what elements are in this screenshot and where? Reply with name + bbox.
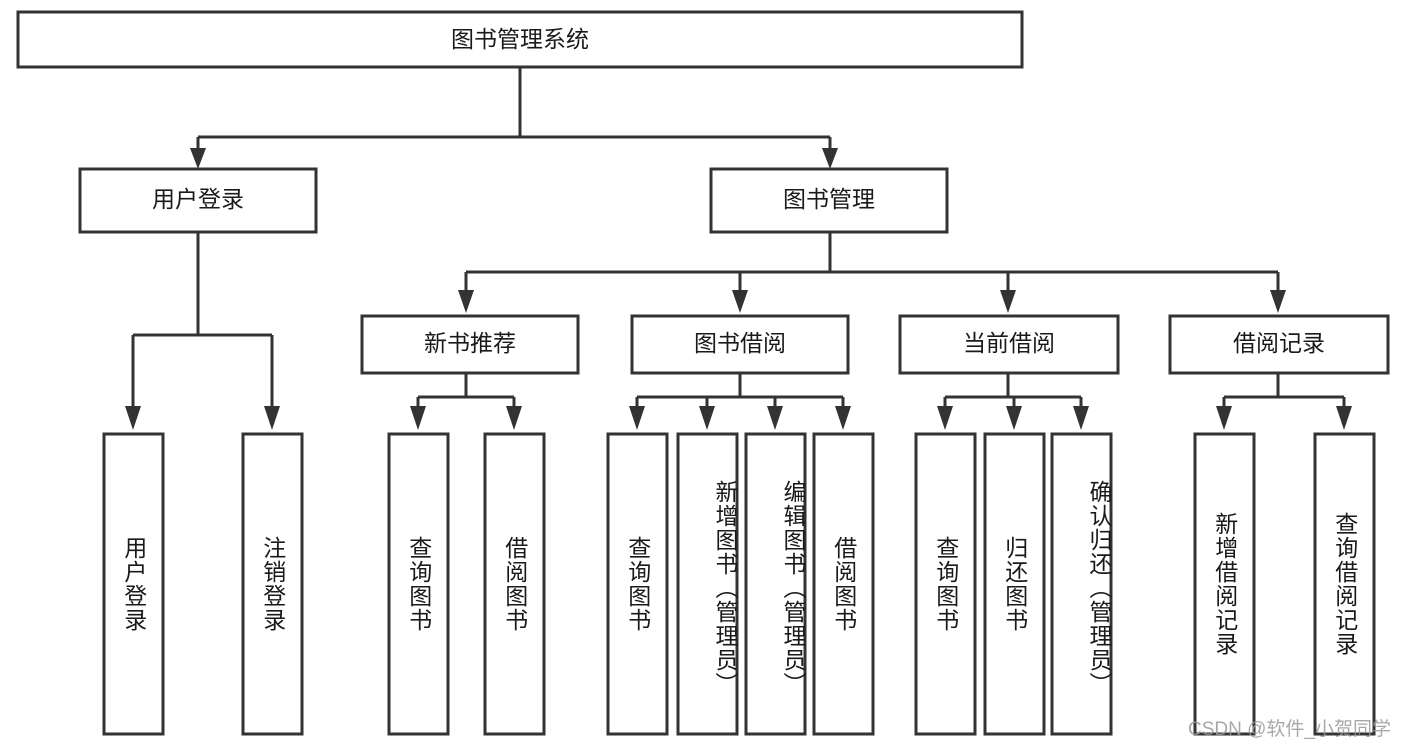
leaf-label-cb-confirm-return: 确认归还（管理员） xyxy=(1086,480,1112,696)
node-borrow-record[interactable]: 借阅记录 xyxy=(1168,314,1390,375)
leaf-label-bb-query-book: 查询图书 xyxy=(624,536,651,632)
node-root-label: 图书管理系统 xyxy=(451,26,589,52)
arrow-head-br-leaf1 xyxy=(1216,406,1232,430)
arrow-head-br-leaf2 xyxy=(1336,406,1352,430)
leaf-box-cb-query-book[interactable] xyxy=(914,432,977,736)
arrow-head-cb-leaf3 xyxy=(1073,406,1089,430)
node-book-management-label: 图书管理 xyxy=(783,186,875,212)
leaf-box-cb-return-book[interactable] xyxy=(983,432,1046,736)
arrow-head-nb-leaf1 xyxy=(410,406,426,430)
leaf-box-cb-confirm-return[interactable] xyxy=(1050,432,1113,736)
leaf-box-nb-borrow-book[interactable] xyxy=(483,432,546,736)
node-book-management-rect[interactable] xyxy=(709,167,949,234)
connector-borrow-record-to-leaves xyxy=(1216,373,1352,430)
node-book-borrow[interactable]: 图书借阅 xyxy=(630,314,850,375)
arrow-head-cb-leaf2 xyxy=(1006,406,1022,430)
node-new-book-recommend[interactable]: 新书推荐 xyxy=(360,314,580,375)
arrow-head-new-book-recommend xyxy=(458,290,474,313)
connector-user-login-to-leaves xyxy=(125,232,280,430)
leaf-label-br-query-record: 查询借阅记录 xyxy=(1331,512,1358,656)
arrow-head-current-borrow xyxy=(1000,290,1016,313)
arrow-head-cb-leaf1 xyxy=(937,406,953,430)
arrow-head-book-borrow xyxy=(732,290,748,313)
connector-book-mgmt-to-level3 xyxy=(458,232,1286,313)
arrow-head-borrow-record xyxy=(1270,290,1286,313)
node-user-login-rect[interactable] xyxy=(78,167,318,234)
leaf-box-logout[interactable] xyxy=(241,432,304,736)
node-new-book-recommend-label: 新书推荐 xyxy=(424,330,516,356)
arrow-head-bb-leaf3 xyxy=(767,406,783,430)
node-borrow-record-rect[interactable] xyxy=(1168,314,1390,375)
leaf-boxes-book-borrow xyxy=(606,432,875,736)
leaf-label-nb-borrow-book: 借阅图书 xyxy=(501,536,528,632)
leaf-boxes-borrow-record xyxy=(1193,432,1376,736)
node-current-borrow-label: 当前借阅 xyxy=(963,330,1055,356)
leaf-box-bb-edit-book[interactable] xyxy=(744,432,807,736)
arrow-head-bb-leaf4 xyxy=(835,406,851,430)
connector-current-borrow-to-leaves xyxy=(937,373,1089,430)
leaf-box-br-add-record[interactable] xyxy=(1193,432,1256,736)
node-user-login-label: 用户登录 xyxy=(152,186,244,212)
arrow-head-bb-leaf2 xyxy=(699,406,715,430)
arrow-head-bb-leaf1 xyxy=(629,406,645,430)
node-book-management[interactable]: 图书管理 xyxy=(709,167,949,234)
node-borrow-record-label: 借阅记录 xyxy=(1233,330,1325,356)
leaf-label-bb-edit-book: 编辑图书（管理员） xyxy=(780,480,806,696)
leaf-label-cb-query-book: 查询图书 xyxy=(932,536,959,632)
node-user-login[interactable]: 用户登录 xyxy=(78,167,318,234)
leaf-label-user-login: 用户登录 xyxy=(120,536,147,632)
arrow-head-leaf-logout xyxy=(264,406,280,430)
leaf-box-nb-query-book[interactable] xyxy=(387,432,450,736)
node-current-borrow[interactable]: 当前借阅 xyxy=(898,314,1120,375)
node-book-borrow-rect[interactable] xyxy=(630,314,850,375)
leaf-label-logout: 注销登录 xyxy=(259,536,286,632)
leaf-label-br-add-record: 新增借阅记录 xyxy=(1211,512,1238,656)
node-new-book-recommend-rect[interactable] xyxy=(360,314,580,375)
leaf-boxes-new-book-recommend xyxy=(387,432,546,736)
leaf-box-user-login[interactable] xyxy=(102,432,165,736)
leaf-label-nb-query-book: 查询图书 xyxy=(405,536,432,632)
leaf-boxes-current-borrow xyxy=(914,432,1113,736)
leaf-label-bb-borrow-book: 借阅图书 xyxy=(830,536,857,632)
connector-root-to-level2 xyxy=(190,67,838,169)
connector-book-borrow-to-leaves xyxy=(629,373,851,430)
arrow-head-leaf-user-login xyxy=(125,406,141,430)
leaf-boxes-user-login xyxy=(102,432,304,736)
leaf-box-bb-borrow-book[interactable] xyxy=(812,432,875,736)
node-root-rect[interactable] xyxy=(16,10,1024,69)
csdn-watermark: CSDN @软件_小贺同学 xyxy=(1188,719,1391,740)
arrow-head-book-mgmt xyxy=(822,148,838,169)
leaf-label-bb-add-book: 新增图书（管理员） xyxy=(712,480,738,696)
connector-new-book-to-leaves xyxy=(410,373,522,430)
arrow-head-user-login xyxy=(190,148,206,169)
leaf-box-bb-add-book[interactable] xyxy=(676,432,739,736)
leaf-box-bb-query-book[interactable] xyxy=(606,432,669,736)
arrow-head-nb-leaf2 xyxy=(506,406,522,430)
leaf-box-br-query-record[interactable] xyxy=(1313,432,1376,736)
node-current-borrow-rect[interactable] xyxy=(898,314,1120,375)
leaf-label-cb-return-book: 归还图书 xyxy=(1001,536,1028,632)
node-book-borrow-label: 图书借阅 xyxy=(694,330,786,356)
node-root[interactable]: 图书管理系统 xyxy=(16,10,1024,69)
